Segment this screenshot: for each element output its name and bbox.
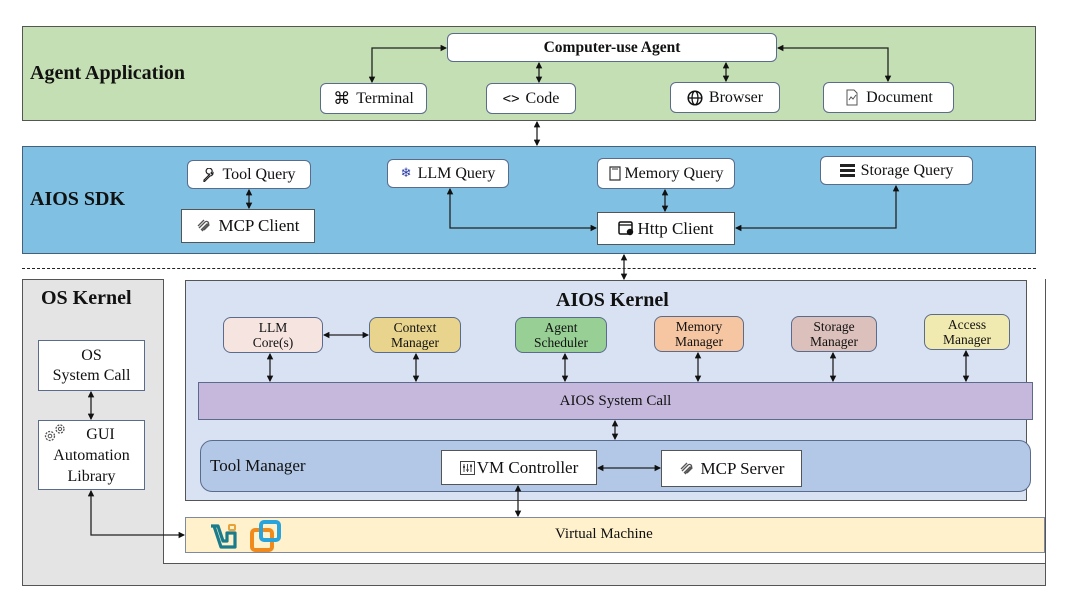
agent-application-title: Agent Application <box>30 62 186 84</box>
os-system-call-line1: OS <box>81 346 102 364</box>
agent-scheduler-line2: Scheduler <box>534 335 588 350</box>
storage-manager-line2: Manager <box>810 334 858 349</box>
aios-system-call-bar[interactable]: AIOS System Call <box>198 382 1033 420</box>
gui-library-line3: Library <box>67 467 116 485</box>
memory-query-box[interactable]: Memory Query <box>597 158 735 189</box>
llm-core-module[interactable]: LLM Core(s) <box>223 317 323 353</box>
tool-query-label: Tool Query <box>222 165 296 183</box>
llm-query-box[interactable]: ❄ LLM Query <box>387 159 509 188</box>
storage-query-box[interactable]: Storage Query <box>820 156 973 185</box>
mcp-icon <box>679 461 695 477</box>
mcp-server-box[interactable]: MCP Server <box>661 450 802 487</box>
access-manager-module[interactable]: Access Manager <box>924 314 1010 350</box>
memory-card-icon <box>608 166 622 181</box>
agent-scheduler-line1: Agent <box>544 320 578 335</box>
agent-scheduler-module[interactable]: Agent Scheduler <box>515 317 607 353</box>
tool-query-box[interactable]: Tool Query <box>187 160 311 189</box>
gears-icon <box>43 423 67 449</box>
os-kernel-title: OS Kernel <box>41 287 132 309</box>
http-client-box[interactable]: Http Client <box>597 212 735 245</box>
gui-library-line1: GUI <box>86 425 115 443</box>
virtual-machine-label: Virtual Machine <box>555 526 653 542</box>
code-label: Code <box>525 89 560 107</box>
mcp-client-box[interactable]: MCP Client <box>181 209 315 243</box>
terminal-box[interactable]: ⌘ Terminal <box>320 83 427 114</box>
atom-icon: ❄ <box>400 166 412 181</box>
browser-label: Browser <box>708 88 764 106</box>
os-system-call-line2: System Call <box>52 366 131 384</box>
tool-manager-panel <box>200 440 1031 492</box>
storage-manager-line1: Storage <box>813 319 855 334</box>
memory-manager-module[interactable]: Memory Manager <box>654 316 744 352</box>
document-icon <box>844 89 860 106</box>
aios-sdk-title: AIOS SDK <box>30 188 126 210</box>
storage-stack-icon <box>839 164 855 177</box>
computer-use-agent-label: Computer-use Agent <box>543 38 681 56</box>
llm-core-line1: LLM <box>258 320 288 335</box>
vm-controller-label: VM Controller <box>476 457 579 477</box>
access-manager-line2: Manager <box>943 332 991 347</box>
aios-system-call-label: AIOS System Call <box>559 392 672 409</box>
mcp-server-label: MCP Server <box>700 458 785 478</box>
context-manager-line1: Context <box>393 320 437 335</box>
code-box[interactable]: <> Code <box>486 83 576 114</box>
os-system-call-box[interactable]: OS System Call <box>38 340 145 391</box>
browser-box[interactable]: Browser <box>670 82 780 113</box>
sliders-icon <box>459 460 475 475</box>
vmware-logo-icon <box>209 523 241 554</box>
gui-library-line2: Automation <box>53 446 130 464</box>
tool-manager-title: Tool Manager <box>210 456 306 475</box>
vm-controller-box[interactable]: VM Controller <box>441 450 597 485</box>
mcp-client-label: MCP Client <box>218 216 300 235</box>
terminal-label: Terminal <box>356 89 414 107</box>
document-label: Document <box>866 88 933 106</box>
wrench-icon <box>202 167 216 182</box>
mcp-icon <box>196 218 212 234</box>
code-brackets-icon: <> <box>502 90 520 107</box>
document-box[interactable]: Document <box>823 82 954 113</box>
browser-window-icon <box>618 221 634 236</box>
memory-manager-line1: Memory <box>675 319 723 334</box>
user-kernel-separator <box>22 268 1036 269</box>
storage-manager-module[interactable]: Storage Manager <box>791 316 877 352</box>
context-manager-module[interactable]: Context Manager <box>369 317 461 353</box>
context-manager-line2: Manager <box>391 335 439 350</box>
llm-query-label: LLM Query <box>417 164 496 182</box>
gui-automation-library-box[interactable]: GUI Automation Library <box>38 420 145 490</box>
aios-kernel-title: AIOS Kernel <box>556 289 669 311</box>
storage-query-label: Storage Query <box>860 161 954 179</box>
virtual-machine-bar[interactable] <box>185 517 1045 553</box>
command-icon: ⌘ <box>333 88 351 109</box>
virtualbox-logo-icon <box>250 520 282 557</box>
access-manager-line1: Access <box>947 317 987 332</box>
memory-manager-line2: Manager <box>675 334 723 349</box>
memory-query-label: Memory Query <box>624 164 724 182</box>
computer-use-agent-box[interactable]: Computer-use Agent <box>447 33 777 62</box>
http-client-label: Http Client <box>637 218 714 238</box>
llm-core-line2: Core(s) <box>252 335 294 350</box>
globe-icon <box>687 89 703 106</box>
